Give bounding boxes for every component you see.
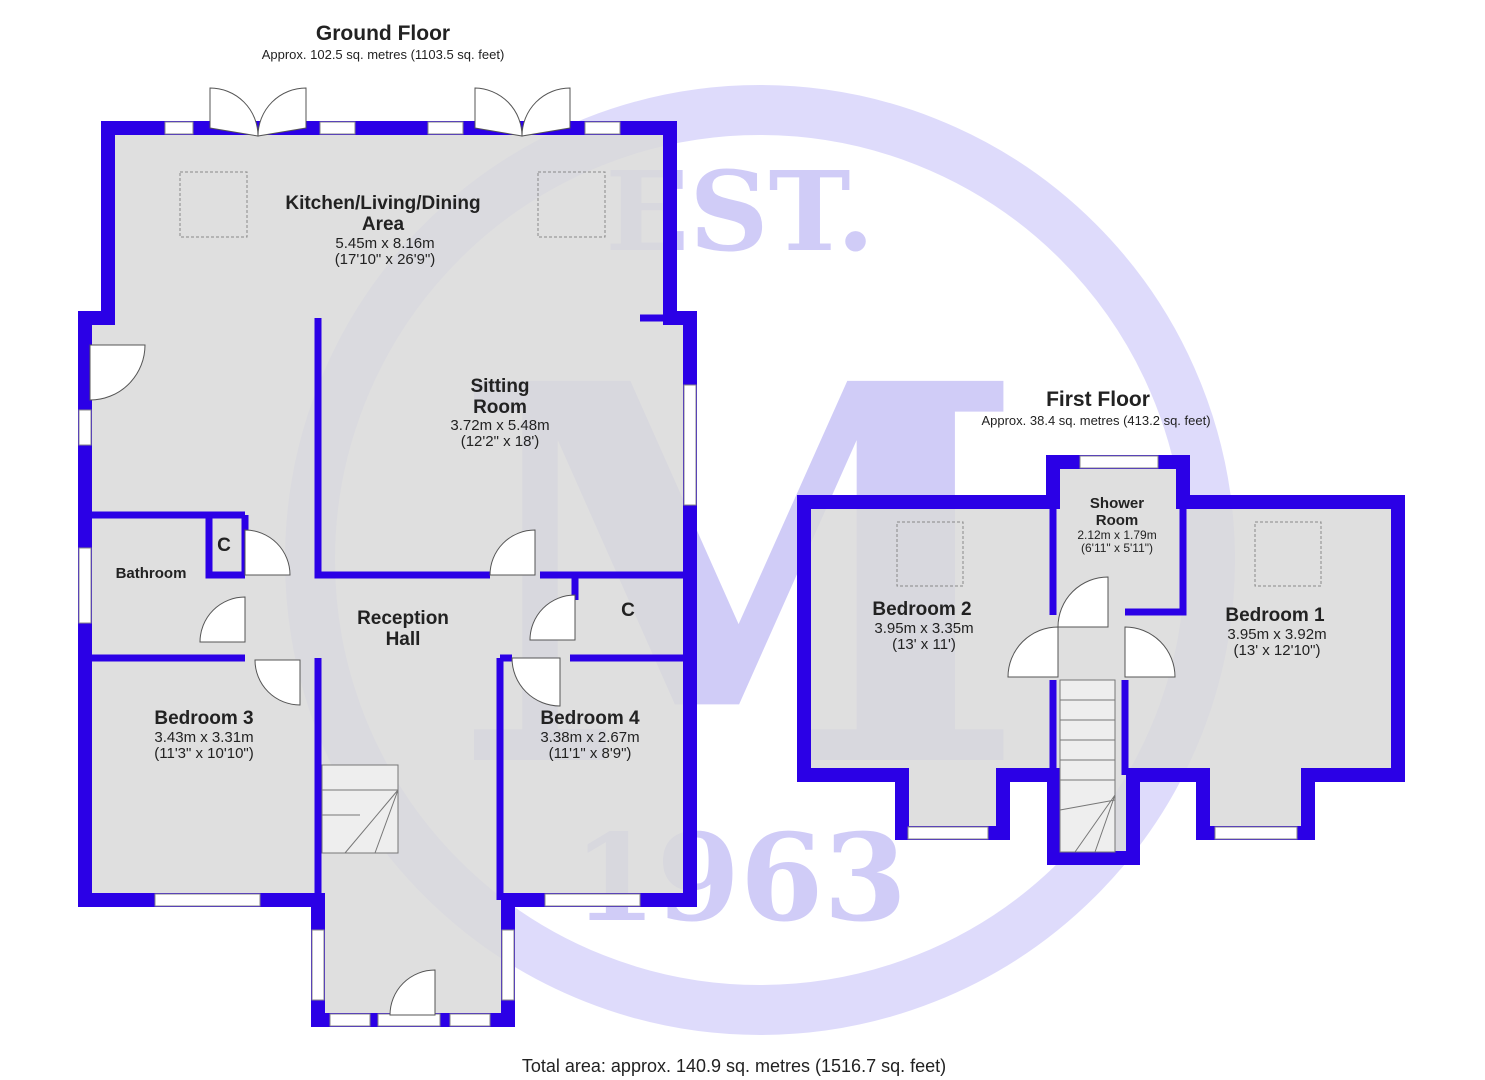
room-name: Bedroom 2 (872, 599, 971, 620)
room-name: Area (362, 214, 405, 235)
room-name: Shower (1090, 495, 1144, 512)
room-dimensions-imperial: (6'11" x 5'11") (1081, 541, 1153, 555)
ground-floor-plan: Ground Floor Approx. 102.5 sq. metres (1… (78, 22, 697, 1027)
room-name: Reception (357, 608, 449, 629)
room-dimensions-metric: 3.95m x 3.35m (874, 620, 973, 637)
stairs (1059, 679, 1116, 853)
first-floor-area: Approx. 38.4 sq. metres (413.2 sq. feet) (981, 413, 1210, 428)
room-name: Hall (386, 629, 421, 650)
ground-floor-title: Ground Floor (316, 22, 450, 45)
stairs (321, 764, 399, 854)
room-dimensions-imperial: (13' x 12'10") (1234, 642, 1321, 659)
room-dimensions-metric: 3.43m x 3.31m (154, 729, 253, 746)
room-dimensions-imperial: (17'10" x 26'9") (335, 251, 436, 268)
room-dimensions-metric: 3.95m x 3.92m (1227, 626, 1326, 643)
first-floor-title: First Floor (1046, 388, 1150, 411)
room-name: Bathroom (116, 565, 187, 582)
room-dimensions-metric: 2.12m x 1.79m (1077, 528, 1156, 542)
room-dimensions-imperial: (12'2" x 18') (461, 433, 540, 450)
room-name: Bedroom 4 (540, 708, 640, 729)
room-name: Room (473, 397, 527, 418)
room-dimensions-imperial: (13' x 11') (892, 636, 956, 653)
room-name: Sitting (470, 376, 529, 397)
room-dimensions-metric: 3.38m x 2.67m (540, 729, 639, 746)
room-dimensions-metric: 3.72m x 5.48m (450, 417, 549, 434)
room-dimensions-imperial: (11'3" x 10'10") (154, 745, 254, 762)
room-name: Room (1096, 512, 1139, 529)
room-name: Bedroom 3 (154, 708, 253, 729)
room-dimensions-metric: 5.45m x 8.16m (335, 235, 434, 252)
room-name: C (621, 600, 635, 621)
total-area: Total area: approx. 140.9 sq. metres (15… (522, 1056, 946, 1076)
room-name: Bedroom 1 (1225, 605, 1325, 626)
room-name: Kitchen/Living/Dining (285, 193, 480, 214)
ground-floor-area: Approx. 102.5 sq. metres (1103.5 sq. fee… (262, 47, 505, 62)
first-floor-plan: First Floor Approx. 38.4 sq. metres (413… (797, 388, 1405, 865)
room-name: C (217, 535, 231, 556)
room-dimensions-imperial: (11'1" x 8'9") (549, 745, 632, 762)
